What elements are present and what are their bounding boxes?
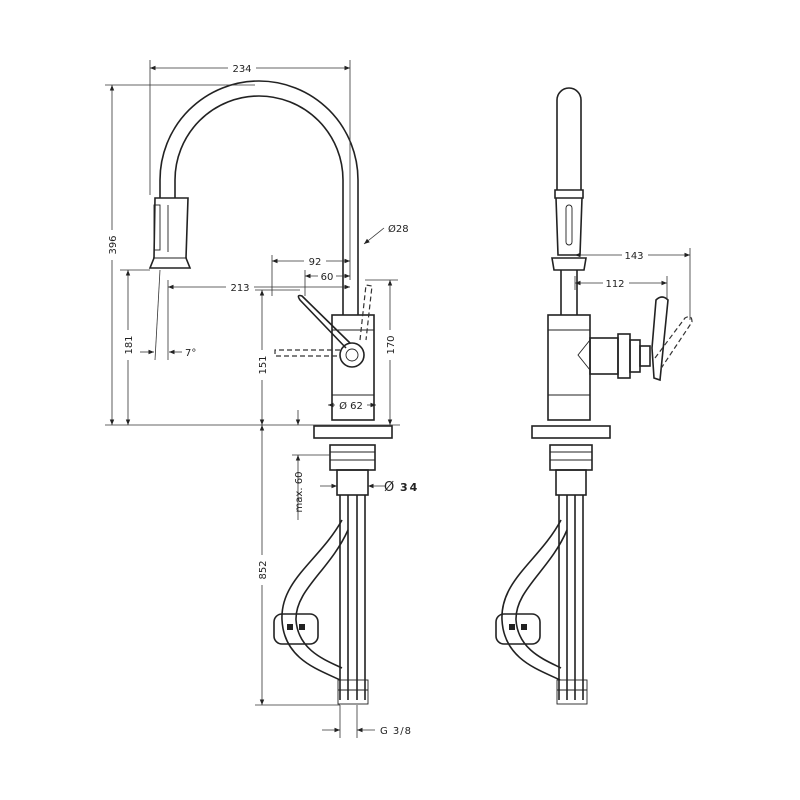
dim-181: 181 [124,335,135,354]
front-dimension-lines: 143 112 [574,248,691,320]
dimension-labels: 234 396 Ø28 92 60 213 181 7° 151 170 Ø 6… [106,62,419,737]
dim-396: 396 [108,235,119,254]
dim-92: 92 [309,257,322,268]
dim-852: 852 [258,560,269,579]
dim-170: 170 [386,335,397,354]
dim-60: 60 [321,272,334,283]
front-view-faucet [495,87,693,705]
dim-213: 213 [230,283,249,294]
dim-spout-diameter: Ø28 [388,223,409,235]
dim-143: 143 [624,251,643,262]
dim-shank-diameter: 34 [400,481,419,494]
dim-151: 151 [258,355,269,374]
dim-thread: G 3/8 [380,726,412,737]
dim-angle: 7° [185,348,196,359]
dim-234: 234 [232,64,251,75]
dim-112: 112 [605,279,624,290]
dim-max-60: max. 60 [294,472,305,513]
side-view-faucet [148,80,393,705]
dim-shank-dia-symbol: Ø [384,480,394,495]
dim-base-diameter: Ø 62 [339,400,363,412]
